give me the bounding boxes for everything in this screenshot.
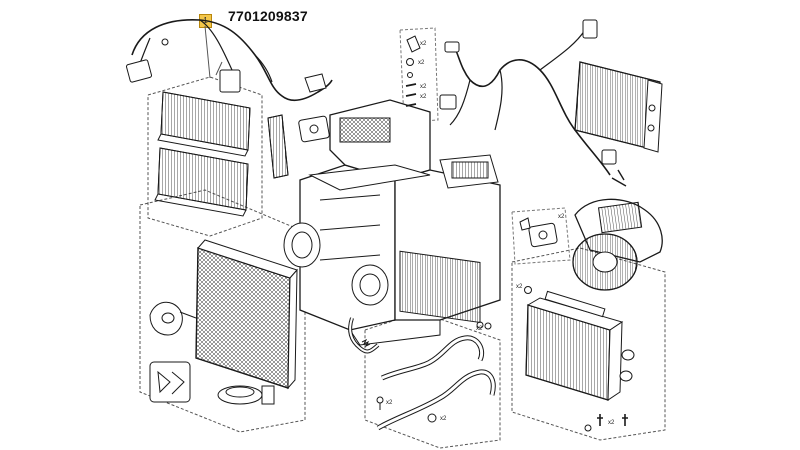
temperature-sensor-strip[interactable] [268, 115, 288, 178]
qty-label-heater-screw: x2 [608, 420, 615, 426]
group-outline-fasteners [400, 28, 438, 122]
heater-matrix[interactable] [575, 62, 662, 152]
harness-plug [612, 170, 626, 186]
qty-label-hose-clamp-1: x2 [386, 400, 393, 406]
group-outline-filters [148, 77, 262, 236]
leader-line-actuator [216, 62, 222, 75]
harness-connector-1 [126, 59, 152, 82]
qty-label-blower-washer: x2 [516, 284, 523, 290]
qty-label-hose-clamp-2: x2 [440, 416, 447, 422]
drain-hose-inner [350, 318, 378, 351]
fastener-screw-2[interactable] [406, 94, 416, 96]
foam-pad [218, 386, 274, 404]
harness-connector-6 [583, 20, 597, 38]
part-number-label: 7701209837 [228, 8, 308, 24]
heater-hose-upper-inner [382, 338, 482, 378]
hose-clamp-3[interactable] [477, 322, 483, 328]
heater-hose-lower-inner [378, 372, 493, 428]
harness-connector-3 [305, 74, 326, 92]
fastener-clip[interactable] [407, 36, 420, 52]
group-outline-actuator [512, 208, 570, 264]
heater-core-screws[interactable] [585, 414, 628, 431]
harness-connector-4 [445, 42, 459, 52]
qty-label-fastener-screw-2: x2 [420, 94, 427, 100]
flap-actuator[interactable] [298, 116, 329, 143]
evaporator-seal [150, 362, 190, 402]
cabin-filter-upper[interactable] [158, 92, 250, 156]
harness-connector-2 [220, 70, 240, 92]
wiring-harness-right [455, 48, 610, 175]
housing-air-inlet-left [284, 223, 320, 267]
fastener-washer-small[interactable] [408, 73, 413, 78]
qty-label-fastener-clip: x2 [420, 41, 427, 47]
fastener-screw-3[interactable] [406, 104, 416, 106]
drain-hose-spring [362, 340, 370, 346]
heater-core-pipe-outlet [620, 350, 634, 381]
fastener-washer[interactable] [407, 59, 414, 66]
blower-fan-wheel[interactable] [573, 234, 637, 290]
qty-label-fastener-screw-1: x2 [420, 84, 427, 90]
qty-label-heater-clip: x2 [476, 326, 483, 332]
leader-line-callout [205, 26, 210, 78]
harness-connector-7 [602, 150, 616, 164]
housing-air-inlet-right [352, 265, 388, 305]
wiring-harness-left [132, 20, 332, 101]
harness-connector-5 [440, 95, 456, 109]
heater-core-clip-1[interactable] [485, 323, 491, 329]
group-outline-hoses [365, 312, 500, 448]
hose-clamp-2[interactable] [428, 414, 436, 422]
hose-clamp-1[interactable] [377, 397, 383, 410]
mode-actuator[interactable] [520, 218, 558, 247]
qty-label-actuator: x2 [558, 214, 565, 220]
heater-core[interactable] [526, 291, 622, 400]
harness-clip [162, 39, 168, 45]
hvac-housing[interactable] [300, 100, 500, 345]
cabin-filter-lower[interactable] [155, 148, 248, 216]
wiring-branch-right [450, 30, 585, 130]
evaporator-core[interactable] [196, 240, 297, 388]
fastener-screw-1[interactable] [406, 84, 416, 86]
expansion-valve[interactable] [150, 302, 196, 335]
blower-washer[interactable] [525, 287, 532, 294]
qty-label-fastener-washer: x2 [418, 60, 425, 66]
group-outline-heater [512, 248, 665, 440]
